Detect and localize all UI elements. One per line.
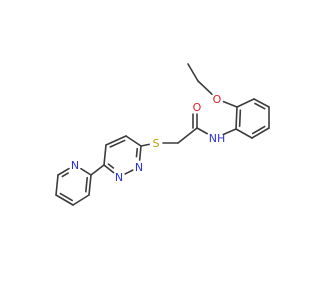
bond-pyridine — [72, 194, 90, 206]
bond-nh-carbonyl — [196, 127, 208, 135]
bond-phenyl — [253, 98, 270, 108]
amide-nh-atom: NH — [209, 132, 226, 145]
pyridazine-n1-atom: N — [115, 171, 123, 184]
bond-ethyl — [187, 63, 199, 82]
bond-carbonyl-methylene — [177, 127, 198, 144]
bond-pyridine — [57, 167, 70, 176]
bond-pyridazine — [138, 145, 142, 161]
double-bond-phenyl — [238, 109, 242, 127]
double-bond-phenyl — [252, 125, 266, 135]
bond-pyridazine — [103, 164, 115, 174]
bond-pyridazine — [103, 144, 107, 166]
double-bond-pyridazine — [107, 163, 115, 169]
double-bond-pyridazine — [109, 139, 126, 148]
bond-pyridazine-pyridine — [90, 164, 105, 176]
double-bond-pyridine — [85, 176, 89, 193]
bond-pyridazine — [124, 169, 134, 175]
bond-pyridine — [88, 174, 92, 196]
pyridazine-n2-atom: N — [135, 161, 143, 174]
ether-oxygen-atom: O — [213, 93, 222, 106]
pyridine-n-atom: N — [71, 159, 79, 172]
bond-phenyl — [235, 128, 253, 139]
bond-ethyl-oxygen — [197, 80, 213, 95]
carbonyl-oxygen-atom: O — [193, 101, 202, 114]
bond-pyridazine — [125, 135, 142, 147]
bond-phenyl — [251, 127, 270, 139]
double-bond-pyridazine — [135, 147, 139, 158]
bond-pyridazine — [105, 135, 127, 146]
double-bond-phenyl — [254, 102, 266, 110]
bond-sulfur-pyridazine — [140, 143, 150, 147]
bond-oxygen-ring — [222, 100, 238, 108]
double-bond-pyridine — [59, 192, 73, 202]
bond-phenyl — [236, 98, 255, 108]
bond-pyridine — [55, 194, 74, 206]
double-bond-pyridine — [61, 172, 69, 178]
bond-phenyl — [235, 106, 238, 130]
sulfur-atom: S — [153, 137, 160, 150]
bond-ring-nh — [222, 128, 237, 136]
bond-pyridine — [55, 174, 59, 196]
bond-pyridine — [80, 167, 92, 176]
